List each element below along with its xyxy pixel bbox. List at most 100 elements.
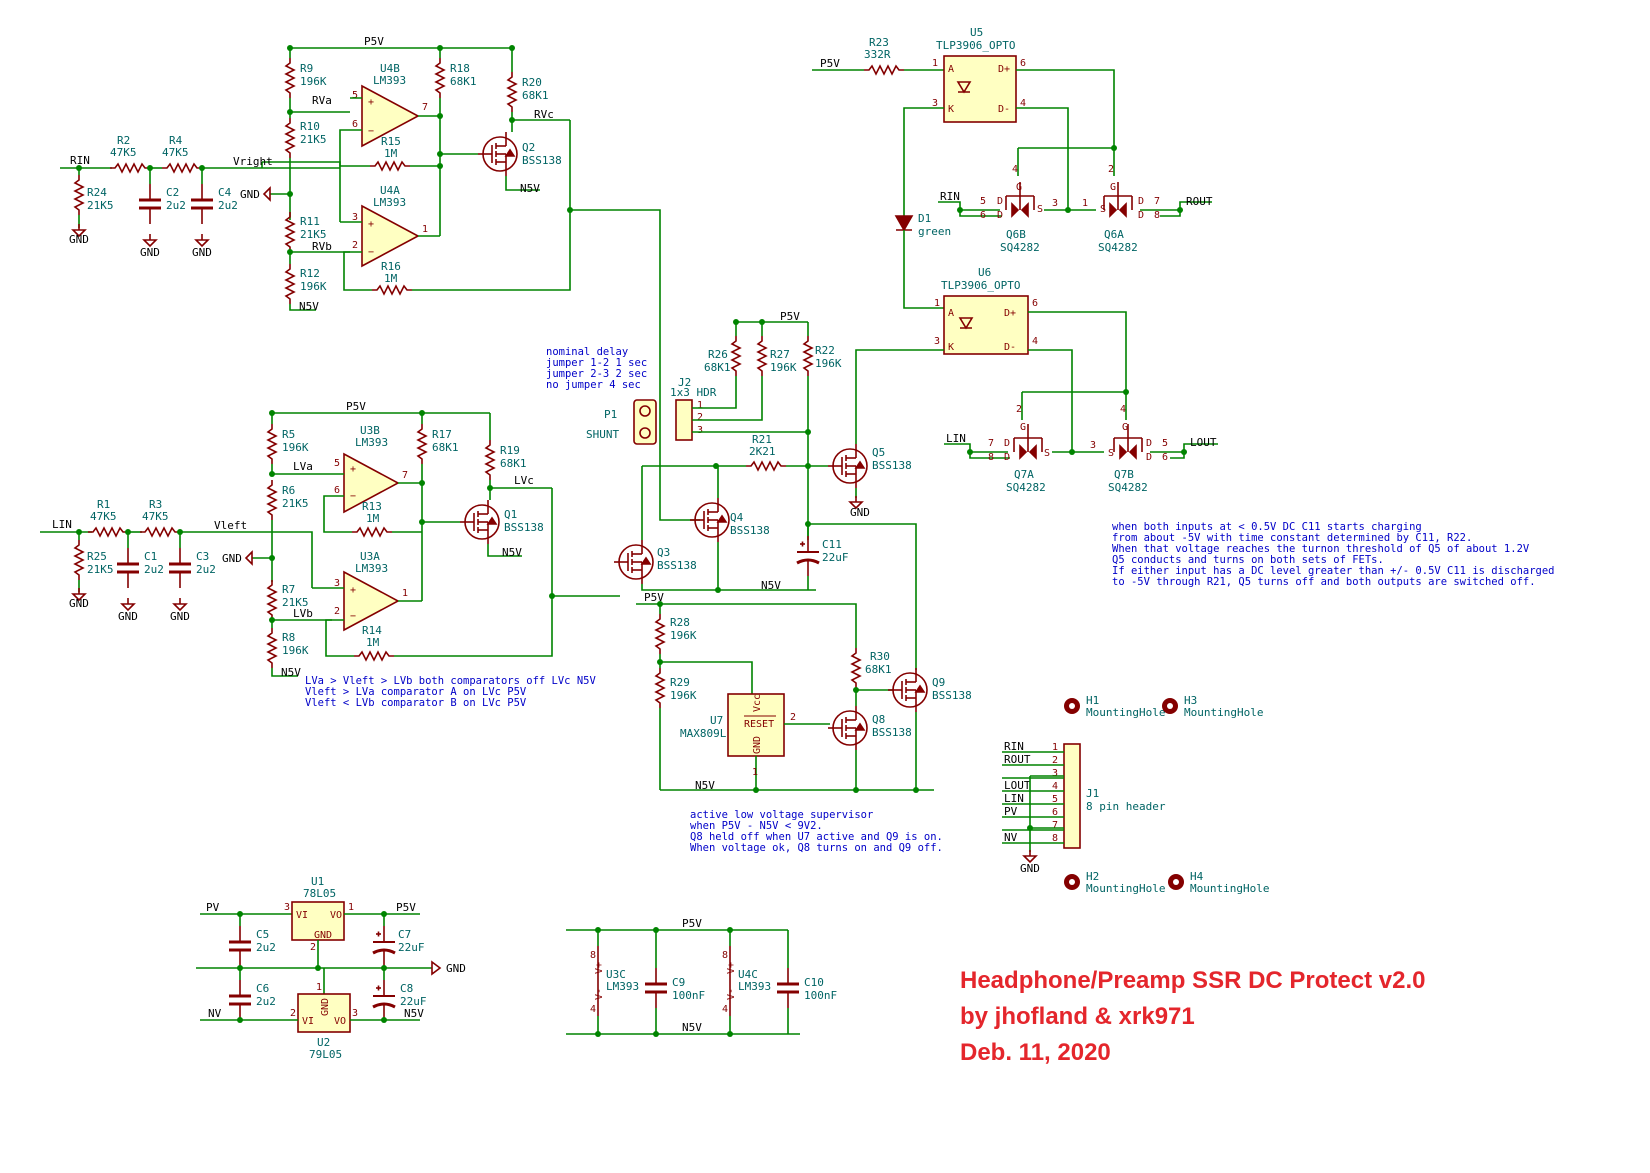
r3-value: 47K5: [142, 510, 169, 523]
svg-text:1: 1: [348, 902, 354, 913]
r28-ref: R28: [670, 616, 690, 629]
svg-text:4: 4: [1032, 336, 1038, 347]
svg-text:3: 3: [352, 212, 358, 223]
timing-note-3: When that voltage reaches the turnon thr…: [1112, 543, 1530, 555]
u6-value: TLP3906_OPTO: [941, 279, 1020, 292]
r12-value: 196K: [300, 280, 327, 293]
j1-value: 8 pin header: [1086, 800, 1166, 813]
svg-text:S: S: [1044, 448, 1050, 459]
svg-text:6: 6: [352, 119, 358, 130]
r13-value: 1M: [366, 512, 380, 525]
svg-text:GND: GND: [1020, 862, 1040, 875]
u1-regulator: [291, 901, 345, 941]
title-block: Headphone/Preamp SSR DC Protect v2.0 by …: [960, 967, 1425, 1066]
r7-value: 21K5: [282, 596, 309, 609]
svg-text:2: 2: [790, 712, 796, 723]
r12-ref: R12: [300, 267, 320, 280]
title-line-1: Headphone/Preamp SSR DC Protect v2.0: [960, 967, 1425, 994]
supervisor-note-2: when P5V - N5V < 9V2.: [690, 820, 823, 832]
svg-text:D: D: [1004, 438, 1010, 449]
svg-text:6: 6: [980, 210, 986, 221]
timing-note-1: when both inputs at < 0.5V DC C11 starts…: [1112, 521, 1422, 533]
rin-label: RIN: [70, 154, 90, 167]
c5-ref: C5: [256, 928, 269, 941]
u4c-value: LM393: [738, 980, 771, 993]
u5-opto: [943, 55, 1017, 123]
svg-text:2: 2: [290, 1008, 296, 1019]
q7a-ref: Q7A: [1014, 468, 1034, 481]
title-line-3: Deb. 11, 2020: [960, 1039, 1111, 1066]
p1-value: SHUNT: [586, 428, 619, 441]
svg-text:H1: H1: [1086, 694, 1099, 707]
svg-text:MountingHole: MountingHole: [1086, 706, 1165, 719]
r23-value: 332R: [864, 48, 891, 61]
svg-text:GND: GND: [118, 610, 138, 623]
svg-text:S: S: [1108, 448, 1114, 459]
c2-value: 2u2: [166, 199, 186, 212]
svg-text:4: 4: [722, 1004, 728, 1015]
svg-text:6: 6: [1162, 452, 1168, 463]
svg-text:GND: GND: [192, 246, 212, 259]
j1-pin-number: 6: [1052, 807, 1058, 818]
r22-ref: R22: [815, 344, 835, 357]
svg-text:D: D: [1138, 196, 1144, 207]
svg-text:H4: H4: [1190, 870, 1204, 883]
q7b-value: SQ4282: [1108, 481, 1148, 494]
svg-text:D: D: [1138, 210, 1144, 221]
j1-pin-label: LIN: [1004, 792, 1024, 805]
r24-ref: R24: [87, 186, 107, 199]
svg-text:P5V: P5V: [396, 901, 416, 914]
j1-pin-label: LOUT: [1004, 779, 1031, 792]
svg-text:GND: GND: [320, 998, 331, 1016]
q9-value: BSS138: [932, 689, 972, 702]
vright-label: Vright: [233, 155, 273, 168]
u1-value: 78L05: [303, 887, 336, 900]
d1-ref: D1: [918, 212, 931, 225]
svg-text:S: S: [1037, 204, 1043, 215]
svg-text:−: −: [350, 611, 356, 622]
svg-text:3: 3: [697, 425, 703, 436]
c6-ref: C6: [256, 982, 269, 995]
svg-text:GND: GND: [170, 610, 190, 623]
r16-value: 1M: [384, 272, 398, 285]
r8-ref: R8: [282, 631, 295, 644]
ssr-output-block: P5V R23 332R U5 TLP3906_OPTO AK D+D- 13 …: [812, 26, 1218, 494]
j1-pin-number: 1: [1052, 742, 1058, 753]
svg-text:2: 2: [310, 942, 316, 953]
q6a-value: SQ4282: [1098, 241, 1138, 254]
svg-text:GND: GND: [69, 597, 89, 610]
comparator-note-3: Vleft < LVb comparator B on LVc P5V: [305, 697, 527, 709]
svg-text:1: 1: [932, 58, 938, 69]
r18-ref: R18: [450, 62, 470, 75]
u3a-value: LM393: [355, 562, 388, 575]
n5v-label-r: N5V: [299, 300, 319, 313]
svg-text:1: 1: [752, 767, 758, 778]
svg-text:D: D: [1146, 452, 1152, 463]
r9-ref: R9: [300, 62, 313, 75]
r11-value: 21K5: [300, 228, 327, 241]
svg-text:D+: D+: [998, 64, 1010, 75]
gnd-label-r: GND: [240, 188, 260, 201]
q2-value: BSS138: [522, 154, 562, 167]
svg-text:−: −: [350, 491, 356, 502]
svg-text:NV: NV: [208, 1007, 222, 1020]
r10-ref: R10: [300, 120, 320, 133]
q6b-ref: Q6B: [1006, 228, 1026, 241]
u4a-comparator: [361, 204, 420, 268]
svg-text:N5V: N5V: [761, 579, 781, 592]
u2-value: 79L05: [309, 1048, 342, 1061]
svg-text:VI: VI: [296, 910, 308, 921]
svg-text:3: 3: [1052, 198, 1058, 209]
svg-text:V-: V-: [594, 988, 605, 1000]
r1-value: 47K5: [90, 510, 117, 523]
u4c-ref: U4C: [738, 968, 758, 981]
svg-text:7: 7: [402, 470, 408, 481]
r26-ref: R26: [708, 348, 728, 361]
r3-ref: R3: [149, 498, 162, 511]
delay-timer-block: nominal delay jumper 1-2 1 sec jumper 2-…: [546, 310, 1555, 670]
svg-text:−: −: [368, 126, 374, 137]
svg-text:8: 8: [1154, 210, 1160, 221]
r5-value: 196K: [282, 441, 309, 454]
r9-value: 196K: [300, 75, 327, 88]
q5-ref: Q5: [872, 446, 885, 459]
